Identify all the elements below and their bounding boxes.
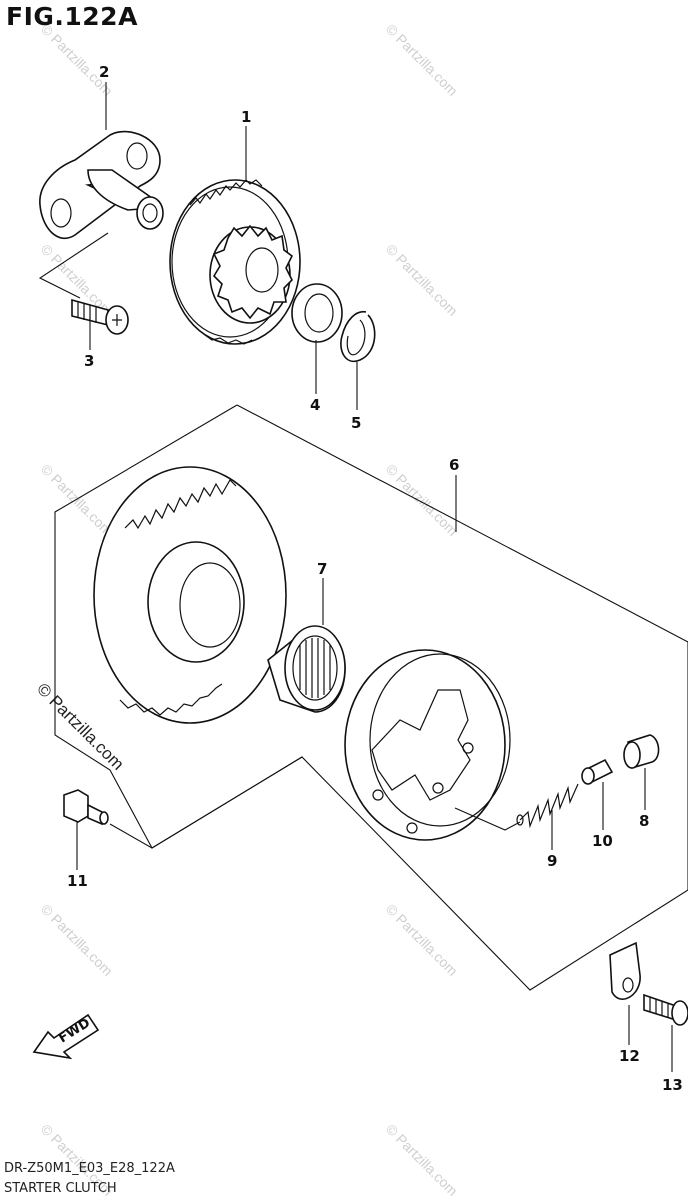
part-8-roller	[623, 734, 660, 770]
part-4-washer	[291, 283, 343, 343]
part-6-starter-clutch-gear	[93, 466, 287, 724]
callout-13: 13	[662, 1076, 683, 1094]
part-6-clutch-housing	[344, 649, 511, 841]
watermark: © Partzilla.com	[383, 21, 461, 99]
watermark: © Partzilla.com	[383, 241, 461, 319]
leader-11	[109, 756, 303, 849]
part-2-shaft-bracket	[39, 130, 164, 240]
part-7-needle-bearing	[267, 625, 346, 713]
watermark: © Partzilla.com	[38, 21, 116, 99]
leader-2-3	[38, 232, 109, 299]
callout-7: 7	[317, 560, 327, 578]
part-3-screw	[71, 298, 129, 335]
watermark: © Partzilla.com	[383, 901, 461, 979]
figure-title: FIG.122A	[6, 2, 138, 31]
callout-9: 9	[547, 852, 557, 870]
part-11-bolt	[63, 789, 109, 826]
watermark-large: © Partzilla.com	[33, 679, 127, 773]
callout-leaders	[76, 82, 673, 1072]
part-10-spring-cap	[581, 758, 614, 785]
part-1-idle-gear	[169, 179, 301, 345]
callout-2: 2	[99, 63, 109, 81]
callout-5: 5	[351, 414, 361, 432]
callout-4: 4	[310, 396, 320, 414]
watermark: © Partzilla.com	[38, 901, 116, 979]
diagram-code: DR-Z50M1_E03_E28_122A	[4, 1161, 175, 1176]
callout-8: 8	[639, 812, 649, 830]
fwd-arrow: FWD	[32, 1013, 100, 1060]
part-13-screw	[643, 993, 688, 1026]
part-12-plate	[609, 941, 641, 1000]
callout-11: 11	[67, 872, 88, 890]
part-9-spring	[516, 783, 579, 829]
callout-numbers: 1 2 3 4 5 6 7 8 9 10 11 12 13	[67, 63, 683, 1094]
leader-spring	[454, 807, 521, 831]
callout-12: 12	[619, 1047, 640, 1065]
diagram-name: STARTER CLUTCH	[4, 1181, 117, 1196]
part-5-circlip	[340, 311, 376, 363]
watermark: © Partzilla.com	[38, 461, 116, 539]
callout-3: 3	[84, 352, 94, 370]
callout-6: 6	[449, 456, 459, 474]
watermark: © Partzilla.com	[383, 1121, 461, 1199]
callout-1: 1	[241, 108, 251, 126]
callout-10: 10	[592, 832, 613, 850]
